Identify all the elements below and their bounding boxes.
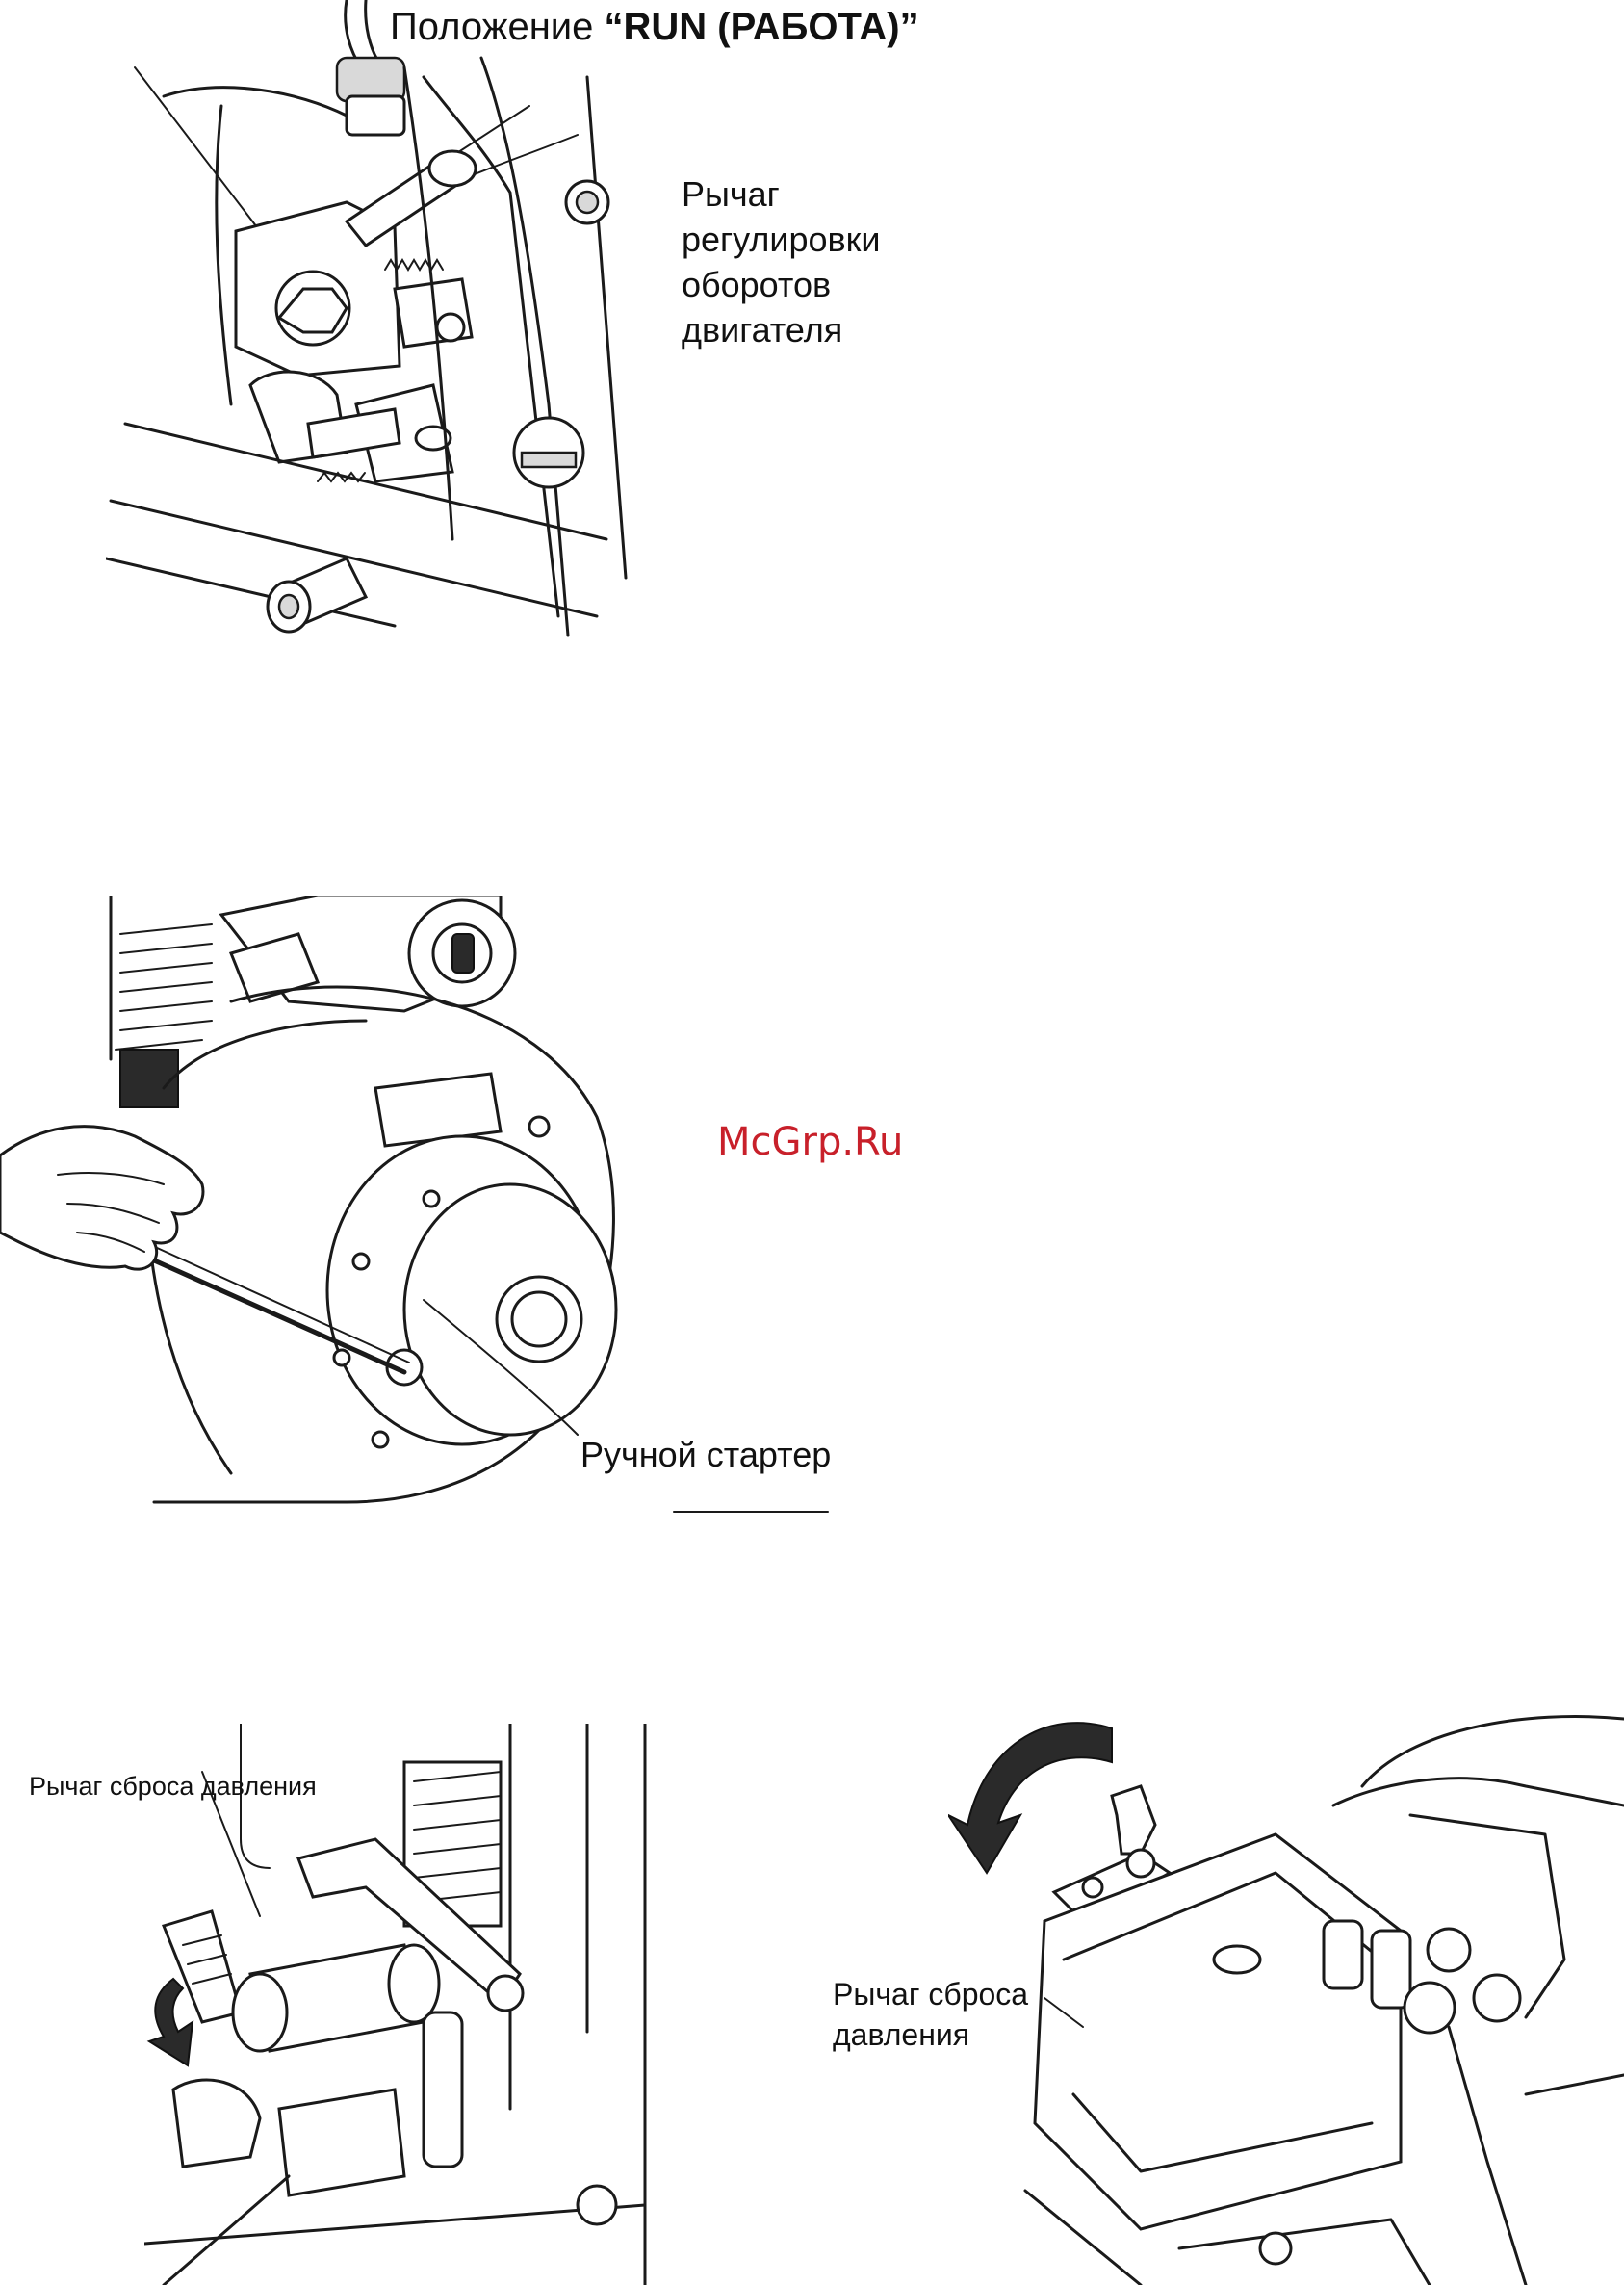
lever-label-line-4: двигателя xyxy=(682,307,881,352)
lever-label-line-1: Рычаг xyxy=(682,171,881,217)
manual-starter-label: Ручной стартер xyxy=(580,1435,831,1475)
run-position-value: “RUN (РАБОТА)” xyxy=(605,6,919,48)
run-position-label: Положение “RUN (РАБОТА)” xyxy=(390,6,919,49)
lever-label-line-2: регулировки xyxy=(682,217,881,262)
decompression-lever-label-left: Рычаг сброса давления xyxy=(29,1772,317,1802)
manual-starter-illustration xyxy=(0,896,847,1521)
decompression-label-line-2: давления xyxy=(833,2014,1028,2055)
engine-speed-lever-label: Рычаг регулировки оборотов двигателя xyxy=(682,171,881,352)
decompression-label-line-1: Рычаг сброса xyxy=(833,1974,1028,2014)
decompression-lever-label-right: Рычаг сброса давления xyxy=(833,1974,1028,2055)
engine-speed-lever-illustration xyxy=(106,0,703,655)
lever-label-line-3: оборотов xyxy=(682,262,881,307)
decompression-lever-illustration-left xyxy=(144,1724,770,2285)
decompression-lever-illustration-right xyxy=(948,1709,1624,2285)
cooling-fins xyxy=(111,896,212,1107)
watermark: McGrp.Ru xyxy=(717,1120,903,1164)
run-position-prefix: Положение xyxy=(390,6,605,48)
